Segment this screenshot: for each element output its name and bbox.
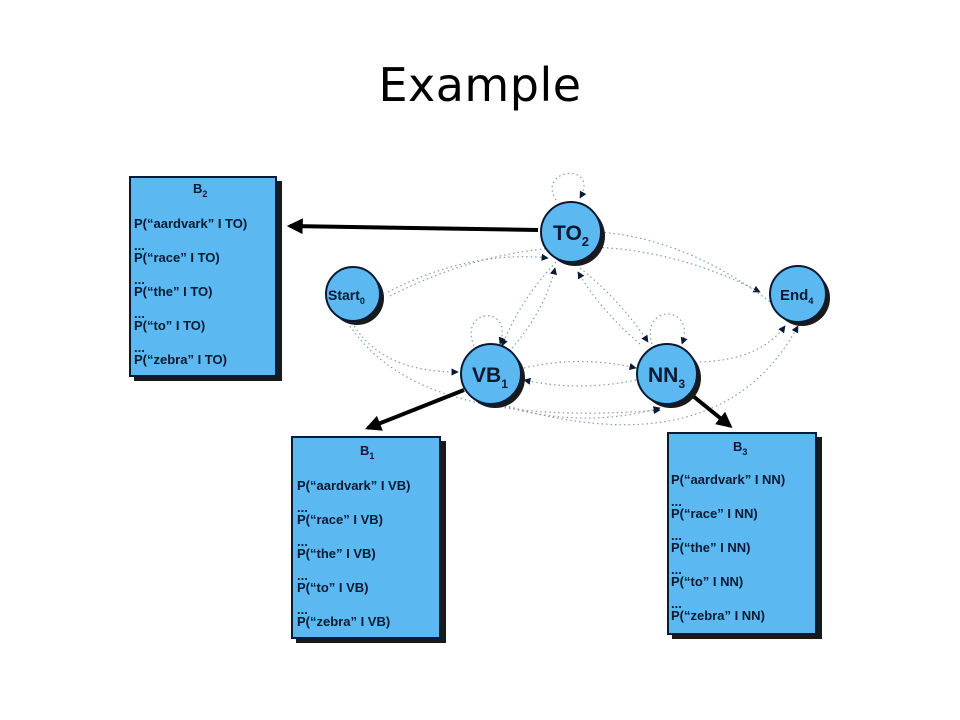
- edge-start-nn: [349, 325, 661, 415]
- box-b3-sub: 3: [742, 447, 747, 457]
- box-line: P(“to” I TO): [134, 318, 205, 333]
- self-loop-to: [551, 172, 587, 201]
- node-nn-label: NN: [648, 364, 678, 387]
- svg-text:NN3: NN3: [648, 364, 685, 391]
- box-b3-lines: P(“aardvark” I NN)...P(“race” I NN)...P(…: [671, 472, 785, 623]
- node-start-sub: 0: [360, 296, 365, 306]
- svg-text:B3: B3: [733, 439, 747, 457]
- node-to-sub: 2: [582, 234, 589, 249]
- node-start: Start0: [325, 266, 384, 325]
- box-b2-sub: 2: [202, 189, 207, 199]
- emission-arrow-to-b2: [286, 218, 539, 235]
- box-ellipsis: ...: [671, 528, 682, 543]
- node-to-label: TO: [553, 222, 582, 245]
- slide-title: Example: [378, 58, 582, 112]
- node-start-label: Start: [328, 287, 360, 303]
- box-line: P(“the” I TO): [134, 284, 212, 299]
- box-b2-lines: P(“aardvark” I TO)...P(“race” I TO)...P(…: [134, 216, 247, 367]
- box-b1-sub: 1: [369, 451, 374, 461]
- node-nn: NN3: [636, 343, 701, 408]
- box-ellipsis: ...: [671, 596, 682, 611]
- edge-start-to: [387, 253, 549, 293]
- box-line: P(“aardvark” I NN): [671, 472, 785, 487]
- edge-vb-nn: [523, 360, 637, 371]
- box-line: P(“to” I NN): [671, 574, 743, 589]
- edge-nn-end: [699, 325, 786, 363]
- box-b1-title: B: [360, 443, 369, 458]
- box-ellipsis: ...: [671, 562, 682, 577]
- box-ellipsis: ...: [134, 272, 145, 287]
- edge-to-nn: [579, 267, 649, 343]
- node-vb-sub: 1: [501, 377, 508, 391]
- edge-vb-to: [511, 267, 557, 349]
- node-end-sub: 4: [808, 296, 813, 306]
- svg-text:B1: B1: [360, 443, 374, 461]
- box-line: P(“race” I NN): [671, 506, 758, 521]
- box-line: P(“to” I VB): [297, 580, 369, 595]
- box-line: P(“race” I VB): [297, 512, 383, 527]
- self-loop-nn: [649, 313, 688, 345]
- svg-text:End4: End4: [780, 287, 813, 306]
- svg-text:B2: B2: [193, 181, 207, 199]
- box-ellipsis: ...: [297, 568, 308, 583]
- svg-text:VB1: VB1: [472, 364, 508, 391]
- box-b1-lines: P(“aardvark” I VB)...P(“race” I VB)...P(…: [297, 478, 410, 629]
- box-ellipsis: ...: [297, 534, 308, 549]
- box-ellipsis: ...: [671, 494, 682, 509]
- node-vb-label: VB: [472, 364, 501, 387]
- edge-vb-to-nn-bottom: [495, 403, 661, 419]
- edge-nn-vb: [523, 377, 637, 387]
- box-b1: B1 P(“aardvark” I VB)...P(“race” I VB)..…: [291, 436, 446, 643]
- edge-to-vb: [501, 261, 557, 347]
- svg-text:Start0: Start0: [328, 287, 365, 306]
- box-line: P(“zebra” I VB): [297, 614, 390, 629]
- edge-to-end: [599, 231, 796, 323]
- svg-text:TO2: TO2: [553, 222, 589, 249]
- box-ellipsis: ...: [297, 500, 308, 515]
- box-ellipsis: ...: [134, 238, 145, 253]
- edge-nn-to: [577, 271, 641, 345]
- box-line: P(“race” I TO): [134, 250, 220, 265]
- node-end: End4: [769, 265, 830, 326]
- node-to: TO2: [540, 201, 605, 266]
- node-vb: VB1: [460, 343, 525, 408]
- node-nn-sub: 3: [678, 377, 685, 391]
- box-line: P(“aardvark” I TO): [134, 216, 247, 231]
- emission-arrow-nn-b3: [686, 390, 733, 429]
- box-b2-title: B: [193, 181, 202, 196]
- box-line: P(“the” I VB): [297, 546, 376, 561]
- emission-arrow-vb-b1: [365, 388, 465, 431]
- emission-arrows: [286, 218, 733, 431]
- box-line: P(“aardvark” I VB): [297, 478, 410, 493]
- box-ellipsis: ...: [134, 306, 145, 321]
- transition-edges: [349, 172, 799, 426]
- box-b3-title: B: [733, 439, 742, 454]
- box-ellipsis: ...: [134, 340, 145, 355]
- self-loop-vb: [470, 315, 506, 347]
- box-b3: B3 P(“aardvark” I NN)...P(“race” I NN)..…: [667, 432, 822, 639]
- box-ellipsis: ...: [297, 602, 308, 617]
- box-b2: B2 P(“aardvark” I TO)...P(“race” I TO)..…: [129, 176, 282, 381]
- node-end-label: End: [780, 287, 808, 304]
- box-line: P(“the” I NN): [671, 540, 750, 555]
- box-line: P(“zebra” I TO): [134, 352, 227, 367]
- box-line: P(“zebra” I NN): [671, 608, 765, 623]
